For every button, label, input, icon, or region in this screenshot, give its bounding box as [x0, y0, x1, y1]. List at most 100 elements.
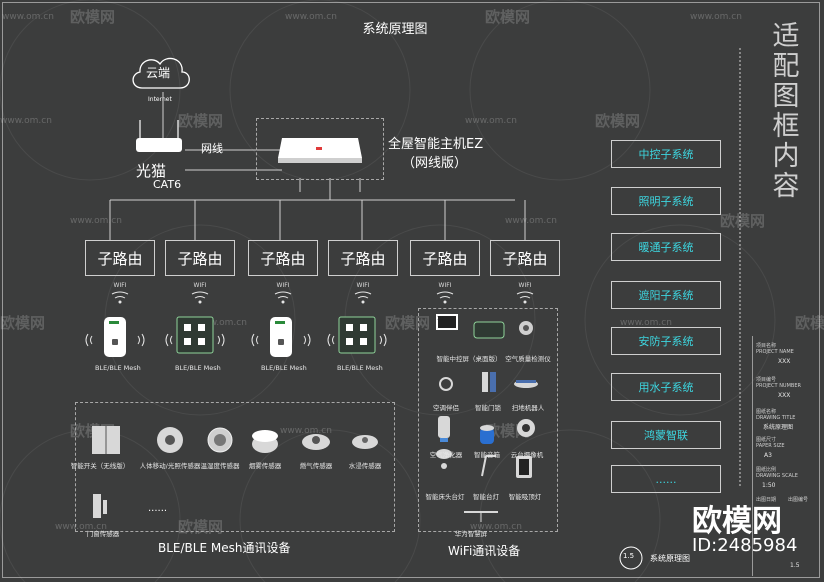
subsystem-label: 中控子系统: [638, 148, 694, 161]
drawing-number-circle: [619, 546, 643, 570]
modem-icon: [136, 120, 182, 152]
info-row: 项目名称 PROJECT NAME: [756, 342, 794, 355]
subsystem-shading[interactable]: 遮阳子系统: [611, 281, 721, 309]
watermark-url: www.om.cn: [55, 522, 107, 532]
subsystem-label: 鸿蒙智联: [644, 429, 688, 442]
wifi-device-icons: [436, 314, 538, 522]
watermark-url: www.om.cn: [285, 12, 337, 22]
wifi-section-title: WiFi通讯设备: [448, 544, 521, 558]
watermark: 欧模网: [178, 112, 224, 130]
watermark-url: www.om.cn: [470, 522, 522, 532]
cat6-label: CAT6: [153, 178, 182, 191]
subsystem-label: ......: [655, 472, 677, 486]
drawing-number: 1.5: [623, 552, 635, 560]
info-value: XXX: [778, 358, 791, 365]
host-variant: （网线版）: [402, 156, 468, 171]
subsystem-water[interactable]: 用水子系统: [611, 373, 721, 401]
cloud-label: 云端: [146, 66, 171, 80]
router-label: 子路由: [340, 249, 386, 268]
vertical-title-char: 框: [772, 111, 800, 142]
router-label: 子路由: [177, 249, 223, 268]
info-sublabel: PROJECT NUMBER: [756, 383, 801, 389]
door-sensor-icon: [93, 494, 107, 518]
watermark: 欧模网: [795, 314, 824, 332]
subsystem-label: 安防子系统: [638, 335, 694, 348]
panel-switch-icon: [176, 316, 214, 354]
ble-section-title: BLE/BLE Mesh通讯设备: [158, 541, 291, 555]
page-title: 系统原理图: [362, 22, 428, 37]
ble-devices-box: [75, 402, 395, 532]
watermark: 欧模网: [0, 314, 46, 332]
vertical-title: 适 配 图 框 内 容: [768, 22, 804, 202]
watermark-url: www.om.cn: [0, 116, 52, 126]
router-box: 子路由: [410, 240, 480, 276]
info-label: 图纸名称: [756, 409, 777, 415]
host-name: 全屋智能主机EZ: [388, 137, 484, 152]
panel-label: BLE/BLE Mesh: [95, 364, 141, 372]
watermark-url: www.om.cn: [280, 426, 332, 436]
info-sublabel: PROJECT NAME: [756, 349, 794, 355]
info-value: XXX: [778, 392, 791, 399]
subsystem-label: 遮阳子系统: [638, 289, 694, 302]
ble-device-label: 温湿度传感器: [200, 462, 240, 470]
info-label: 图纸比例: [756, 467, 777, 473]
wifi-label: WIFI: [438, 282, 452, 289]
wifi-label: WIFI: [276, 282, 290, 289]
wifi-device-label: 华为智慧屏: [454, 530, 488, 538]
watermark-url: www.om.cn: [505, 216, 557, 226]
issue-number-value: 1.5: [790, 562, 800, 569]
drawing-label: 系统原理图: [650, 554, 690, 563]
subsystem-more[interactable]: ......: [611, 465, 721, 493]
subsystem-lighting[interactable]: 照明子系统: [611, 187, 721, 215]
info-sublabel: DRAWING TITLE: [756, 415, 796, 421]
panel-label: BLE/BLE Mesh: [261, 364, 307, 372]
host-device-icon: [278, 138, 362, 163]
subsystem-control[interactable]: 中控子系统: [611, 140, 721, 168]
brand-logo: 欧模网: [692, 504, 782, 539]
wifi-device-label: 智能床头台灯: [425, 493, 465, 501]
info-label: 图纸尺寸: [756, 437, 777, 443]
router-label: 子路由: [502, 249, 548, 268]
panel-plug-icon: [270, 317, 292, 357]
router-box: 子路由: [248, 240, 318, 276]
wifi-signal-icons: [111, 291, 534, 304]
wifi-device-label: 空调伴侣: [433, 404, 459, 412]
host-box: [256, 118, 384, 180]
ble-device-icons: [92, 426, 378, 454]
panel-label: BLE/BLE Mesh: [337, 364, 383, 372]
watermark-url: www.om.cn: [195, 318, 247, 328]
wifi-device-label: 空气净化器: [429, 451, 463, 459]
panel-plug-icon: [104, 317, 126, 357]
brand-id: ID:2485984: [692, 535, 798, 556]
subsystem-hvac[interactable]: 暖通子系统: [611, 233, 721, 261]
wifi-device-label: 智能门锁: [475, 404, 501, 412]
subsystem-security[interactable]: 安防子系统: [611, 327, 721, 355]
vertical-title-char: 图: [772, 81, 800, 112]
panel-switch-icon: [338, 316, 376, 354]
router-box: 子路由: [85, 240, 155, 276]
wifi-devices-box: [418, 308, 558, 532]
info-value: A3: [764, 452, 772, 459]
vertical-title-char: 适: [772, 21, 800, 52]
subsystem-harmonyos[interactable]: 鸿蒙智联: [611, 421, 721, 449]
ble-device-label: 智能开关（无线版）: [70, 462, 130, 470]
screen-time: 10:10: [437, 316, 452, 322]
router-box: 子路由: [328, 240, 398, 276]
wifi-device-label: 智能音箱: [474, 451, 500, 459]
vertical-title-char: 配: [772, 51, 800, 82]
info-label: 项目编号: [756, 377, 777, 383]
watermark-url: www.om.cn: [690, 12, 742, 22]
router-label: 子路由: [422, 249, 468, 268]
ble-device-label: 人体移动/光照传感器: [139, 462, 201, 470]
wifi-device-label: 智能中控屏（桌面版）: [436, 355, 502, 363]
ble-more: ......: [148, 503, 168, 514]
wifi-device-label: 智能吸顶灯: [508, 493, 542, 501]
info-row: 项目编号 PROJECT NUMBER: [756, 376, 801, 389]
ble-device-label: 水浸传感器: [348, 462, 382, 470]
info-sublabel: DRAWING SCALE: [756, 473, 798, 479]
net-cable-label: 网线: [201, 142, 223, 155]
router-box: 子路由: [165, 240, 235, 276]
internet-label: Internet: [148, 96, 172, 103]
info-row: 图纸比例 DRAWING SCALE: [756, 466, 798, 479]
info-row: 图纸名称 DRAWING TITLE: [756, 408, 795, 421]
